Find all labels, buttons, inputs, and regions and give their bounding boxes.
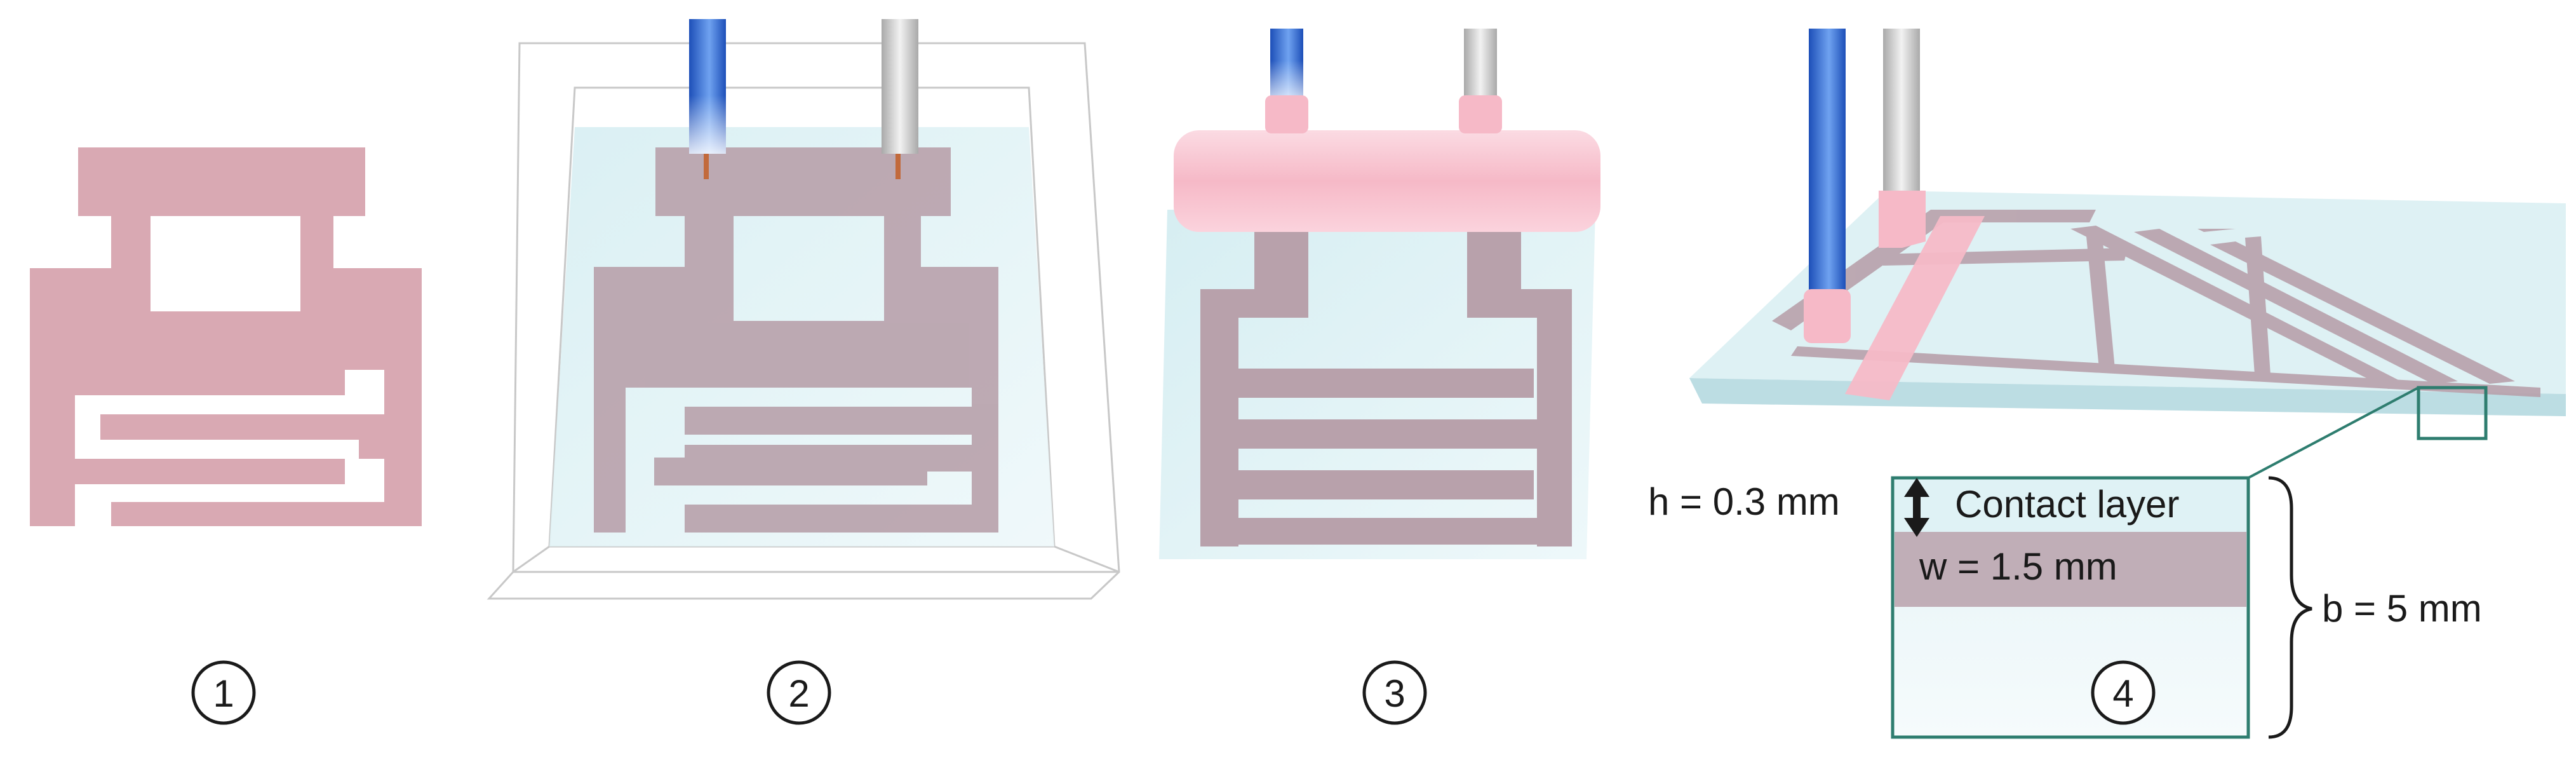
mold-corner-edge-right [1054, 545, 1120, 573]
step-number-4-text: 4 [2112, 672, 2133, 715]
electrode-pattern-1 [30, 147, 422, 526]
step-number-2-text: 2 [788, 672, 809, 715]
electrode-pattern-3 [1200, 210, 1572, 546]
gap-1-a [75, 395, 359, 414]
electrode-pattern-4 [1772, 210, 2540, 397]
h-arrow-icon [1904, 478, 1929, 537]
finger-1-left-upper [75, 370, 345, 395]
h-label: h = 0.3 mm [1648, 480, 1840, 523]
gap-1-b [75, 440, 359, 459]
blue-wire-2-core [704, 154, 709, 179]
blue-wire-4 [1809, 29, 1846, 295]
gap-1-c [111, 484, 384, 502]
finger-1-right [100, 414, 384, 440]
electrode-pattern-2 [594, 147, 998, 533]
step-number-4: 4 [2091, 660, 2156, 725]
step-4-perspective-sample [1689, 29, 2566, 479]
step-number-3-text: 3 [1384, 672, 1405, 715]
gray-wire-4-sleeve [1879, 191, 1926, 248]
w-label: w = 1.5 mm [1919, 545, 2117, 588]
finger-1-left-lower [75, 459, 345, 484]
step-number-1-text: 1 [213, 672, 234, 715]
step-number-4-circle [2091, 660, 2156, 725]
inset-electrode-layer [1895, 532, 2246, 607]
gray-wire-4 [1883, 29, 1920, 219]
step-number-3-circle [1362, 660, 1427, 725]
inset-callout-box [2417, 386, 2488, 440]
inset-contact-layer [1895, 480, 2246, 532]
gray-wire-2 [882, 19, 918, 154]
step-number-1-circle [191, 660, 256, 725]
inset-callout-line-top [2248, 386, 2419, 479]
step-2-mold-casting [486, 19, 1120, 600]
contact-strip-4 [1845, 216, 1985, 400]
step-number-2-circle [767, 660, 831, 725]
gray-wire-3-sleeve [1459, 95, 1502, 133]
step-number-2: 2 [767, 660, 831, 725]
contact-bar-3 [1174, 130, 1600, 232]
substrate-front-4 [1689, 378, 2566, 416]
cross-section-inset: Contact layer w = 1.5 mm h = 0.3 mm b = … [1648, 476, 2482, 739]
mold-corner-edge-left [513, 545, 550, 573]
step-1-electrode-pattern [30, 147, 422, 526]
gray-wire-2-core [896, 154, 901, 179]
step-number-1: 1 [191, 660, 256, 725]
step-3-demolded-sample [1159, 29, 1600, 559]
b-label: b = 5 mm [2322, 587, 2482, 630]
blue-wire-3-sleeve [1265, 95, 1308, 133]
b-brace-icon [2268, 476, 2312, 739]
blue-wire-4-sleeve [1804, 289, 1851, 343]
step-number-3: 3 [1362, 660, 1427, 725]
contact-layer-label: Contact layer [1955, 483, 2180, 526]
gray-wire-3 [1464, 29, 1497, 105]
blue-wire-2-fade [689, 95, 726, 154]
